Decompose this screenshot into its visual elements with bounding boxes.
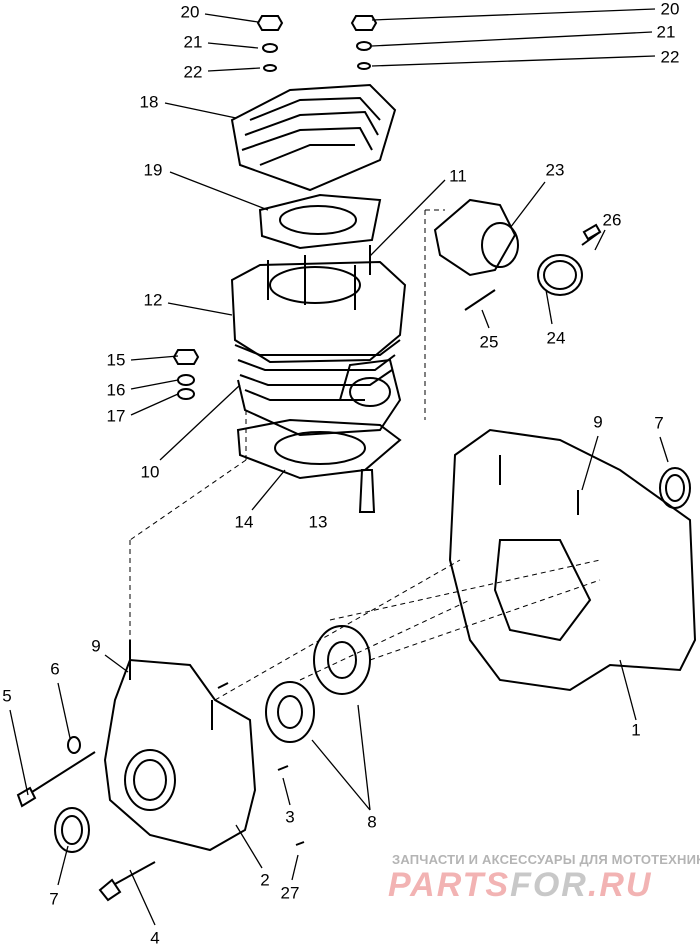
leader-lines: [9, 8, 669, 926]
callout-23: 23: [544, 160, 566, 180]
intake-manifold: [433, 198, 602, 311]
callout-1: 1: [630, 720, 642, 740]
callout-21: 21: [655, 22, 677, 42]
callout-9: 9: [592, 412, 604, 432]
bearings: [265, 625, 371, 743]
logo-part: FOR: [510, 866, 588, 904]
head-gasket: [258, 193, 382, 250]
callout-15: 15: [105, 350, 127, 370]
callout-13: 13: [307, 512, 329, 532]
callout-10: 10: [139, 462, 161, 482]
callout-14: 14: [233, 512, 255, 532]
callout-20: 20: [659, 0, 681, 19]
callout-25: 25: [478, 332, 500, 352]
dowel-pin: [358, 469, 376, 513]
callout-26: 26: [601, 210, 623, 230]
callout-6: 6: [49, 659, 61, 679]
callout-2: 2: [259, 870, 271, 890]
callout-17: 17: [105, 406, 127, 426]
callout-12: 12: [142, 290, 164, 310]
callout-20: 20: [179, 2, 201, 22]
logo-part: .RU: [587, 866, 653, 904]
callout-5: 5: [1, 686, 13, 706]
logo-part: PARTS: [388, 866, 511, 904]
bolt: [16, 751, 96, 808]
callout-24: 24: [545, 328, 567, 348]
cylinder-head: [230, 83, 397, 192]
base-gasket: [236, 418, 402, 480]
callout-16: 16: [105, 380, 127, 400]
cylinder: [230, 245, 407, 437]
callout-7: 7: [48, 889, 60, 909]
callout-22: 22: [182, 62, 204, 82]
callout-4: 4: [149, 928, 161, 947]
crankcase-right: [448, 428, 697, 692]
crankcase-left: [103, 640, 305, 852]
callout-11: 11: [448, 166, 468, 186]
nuts-washers: [172, 15, 378, 400]
callout-21: 21: [182, 32, 204, 52]
callout-3: 3: [284, 807, 296, 827]
callout-19: 19: [142, 160, 164, 180]
watermark-tagline: ЗАПЧАСТИ И АКСЕССУАРЫ ДЛЯ МОТОТЕХНИКИ: [392, 852, 700, 867]
callout-18: 18: [138, 92, 160, 112]
callout-22: 22: [659, 47, 681, 67]
watermark-logo: PARTSFOR.RU: [388, 866, 652, 905]
bolt: [98, 861, 156, 902]
callout-8: 8: [366, 812, 378, 832]
oil-seal: [54, 807, 90, 853]
callout-9: 9: [90, 636, 102, 656]
callout-7: 7: [653, 413, 665, 433]
callout-27: 27: [279, 883, 301, 903]
